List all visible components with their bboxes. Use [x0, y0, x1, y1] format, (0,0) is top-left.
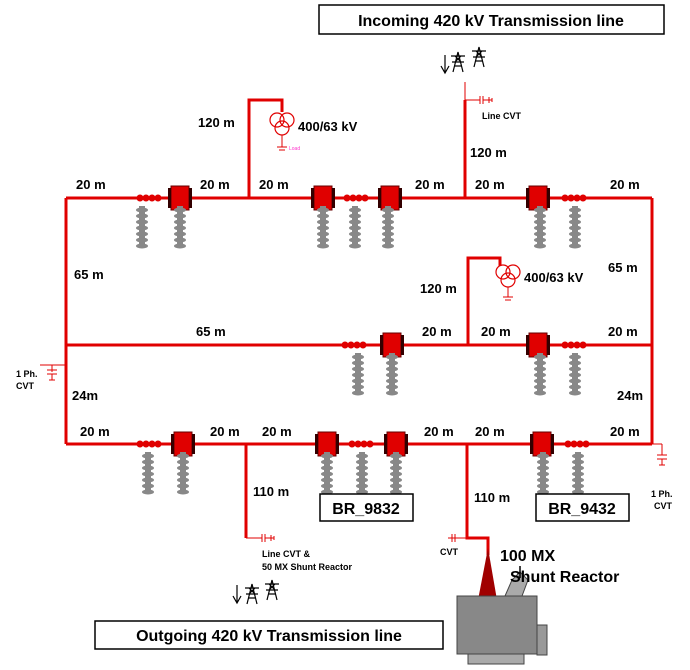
- len-right-65: 65 m: [608, 260, 638, 275]
- transformer-top-label: 400/63 kV: [298, 119, 358, 134]
- len-mid-2: 20 m: [481, 324, 511, 339]
- len-mid-1: 20 m: [422, 324, 452, 339]
- len-top-5: 20 m: [475, 177, 505, 192]
- outgoing-cvt-label-2: 50 MX Shunt Reactor: [262, 562, 353, 572]
- outgoing-cvt-label-1: Line CVT &: [262, 549, 311, 559]
- transformer-top-icon: Load: [269, 112, 300, 152]
- len-bot-4: 20 m: [424, 424, 454, 439]
- len-v-tx-mid: 120 m: [420, 281, 457, 296]
- incoming-title: Incoming 420 kV Transmission line: [358, 13, 624, 30]
- len-bot-3: 20 m: [262, 424, 292, 439]
- left-cvt-label-2: CVT: [16, 381, 35, 391]
- outgoing-tower-icon: [232, 579, 280, 605]
- incoming-tower-icon: [440, 46, 487, 75]
- right-cvt-label-1: 1 Ph.: [651, 489, 673, 499]
- bay-label-right: BR_9432: [548, 501, 616, 518]
- top-tx-feeder: [247, 98, 284, 198]
- reactor-feeder: [465, 444, 490, 555]
- bot-bay-1: [136, 431, 196, 495]
- transformer-mid-icon: [495, 264, 521, 301]
- mid-bay-1: [341, 332, 405, 396]
- len-left-65: 65 m: [74, 267, 104, 282]
- len-v-tx-top: 120 m: [198, 115, 235, 130]
- outgoing-title-box: Outgoing 420 kV Transmission line: [94, 620, 444, 650]
- len-v-out: 110 m: [253, 484, 289, 499]
- top-bay-3: [525, 185, 587, 249]
- right-cvt-label-2: CVT: [654, 501, 673, 511]
- transformer-mid-label: 400/63 kV: [524, 270, 584, 285]
- len-left-24: 24m: [72, 388, 98, 403]
- len-top-4: 20 m: [415, 177, 445, 192]
- bay-box-right: BR_9432: [535, 493, 630, 522]
- reactor-label-1: 100 MX: [500, 548, 555, 565]
- bay-label-left: BR_9832: [332, 501, 400, 518]
- left-cvt-label-1: 1 Ph.: [16, 369, 38, 379]
- load-tag: Load: [289, 146, 300, 152]
- bot-bay-3: [529, 431, 590, 495]
- len-top-3: 20 m: [259, 177, 289, 192]
- len-bot-6: 20 m: [610, 424, 640, 439]
- reactor-label-2: Shunt Reactor: [510, 569, 619, 586]
- len-bot-2: 20 m: [210, 424, 240, 439]
- length-labels: 20 m 20 m 20 m 20 m 20 m 20 m 120 m 120 …: [72, 115, 643, 505]
- len-v-react: 110 m: [474, 490, 510, 505]
- len-right-24: 24m: [617, 388, 643, 403]
- len-top-2: 20 m: [200, 177, 230, 192]
- len-v-in: 120 m: [470, 145, 507, 160]
- bot-bay-2: [314, 431, 409, 495]
- len-top-1: 20 m: [76, 177, 106, 192]
- outgoing-title: Outgoing 420 kV Transmission line: [136, 628, 402, 645]
- mid-bay-2: [525, 332, 587, 396]
- mid-tx-feeder: [466, 256, 502, 345]
- top-bay-1: [136, 185, 193, 249]
- len-bot-5: 20 m: [475, 424, 505, 439]
- line-cvt-label: Line CVT: [482, 111, 522, 121]
- cvt-symbols: [47, 96, 667, 542]
- thin-links: [40, 82, 662, 539]
- len-mid-65: 65 m: [196, 324, 226, 339]
- len-top-6: 20 m: [610, 177, 640, 192]
- len-bot-1: 20 m: [80, 424, 110, 439]
- incoming-title-box: Incoming 420 kV Transmission line: [318, 4, 665, 35]
- bay-box-left: BR_9832: [319, 493, 414, 522]
- shunt-reactor-icon: [456, 548, 548, 665]
- top-bay-2: [310, 185, 403, 249]
- reactor-cvt-label: CVT: [440, 547, 459, 557]
- len-mid-3: 20 m: [608, 324, 638, 339]
